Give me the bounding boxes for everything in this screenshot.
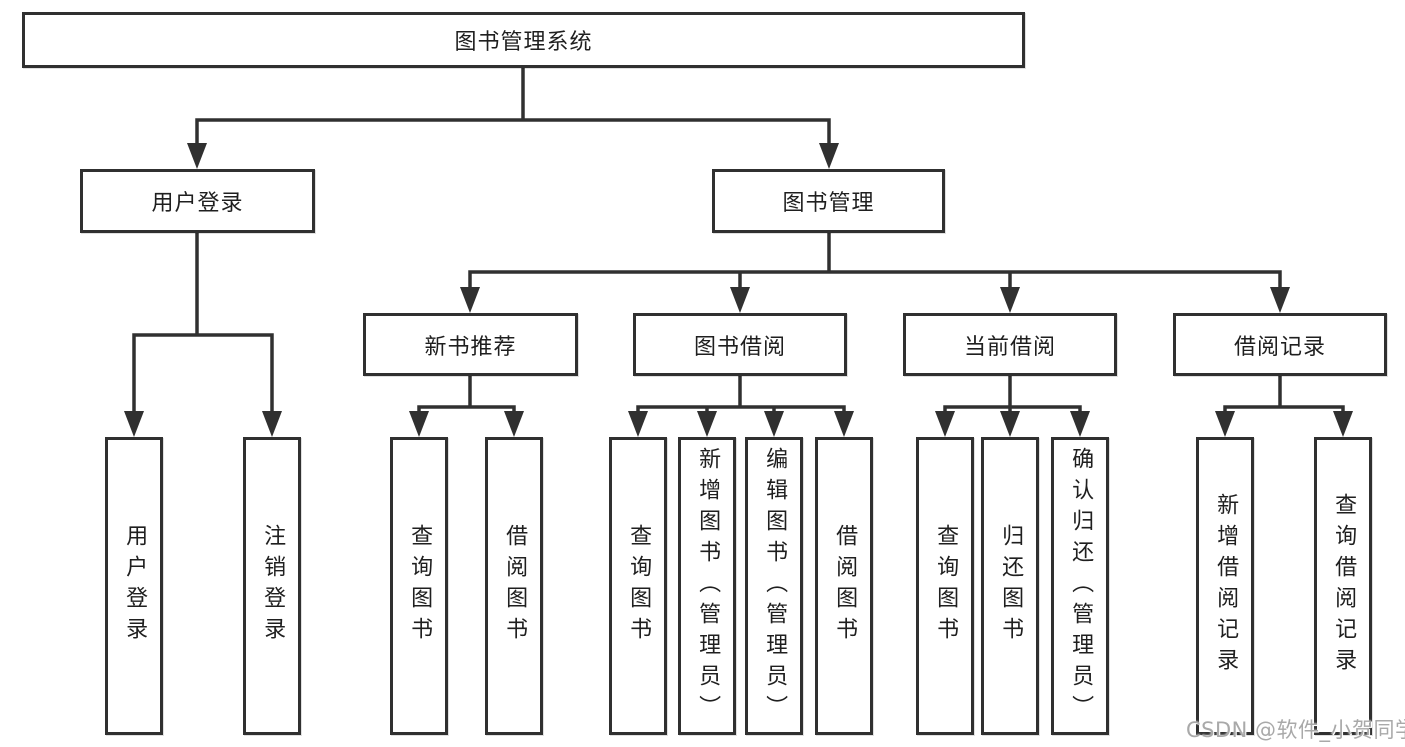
leaf-logout: 注销登录 <box>243 437 301 735</box>
node-label: 注销登录 <box>260 524 286 648</box>
leaf-newbook-query-books: 查询图书 <box>390 437 448 735</box>
node-book-management-branch: 图书管理 <box>712 169 945 233</box>
node-user-login-branch: 用户登录 <box>80 169 315 233</box>
node-book-borrow: 图书借阅 <box>633 313 847 376</box>
node-label: 借阅图书 <box>502 524 528 648</box>
edge-bookmgmt-to-level3 <box>468 231 1282 298</box>
leaf-borrow-query-books: 查询图书 <box>609 437 667 735</box>
arrow-icon <box>460 287 480 313</box>
leaf-query-borrow-record: 查询借阅记录 <box>1314 437 1372 735</box>
arrow-icon <box>1000 287 1020 313</box>
arrow-icon <box>730 287 750 313</box>
arrow-icon <box>262 411 282 437</box>
leaf-edit-books-admin: 编辑图书（管理员） <box>745 437 803 735</box>
arrow-icon <box>1000 411 1020 437</box>
node-label: 查询图书 <box>626 524 652 648</box>
node-label: 图书管理系统 <box>454 30 593 55</box>
edge-borrowrecords-to-leaves <box>1223 374 1345 422</box>
arrow-icon <box>834 411 854 437</box>
node-label: 图书借阅 <box>693 334 786 360</box>
node-label: 借阅图书 <box>832 524 858 648</box>
node-borrow-records: 借阅记录 <box>1173 313 1387 376</box>
leaf-newbook-borrow-books: 借阅图书 <box>485 437 543 735</box>
arrow-icon <box>1333 411 1353 437</box>
leaf-add-borrow-record: 新增借阅记录 <box>1196 437 1254 735</box>
arrow-icon <box>819 143 839 169</box>
node-new-book-recommend: 新书推荐 <box>363 313 578 376</box>
node-label: 查询图书 <box>407 524 433 648</box>
node-label: 查询图书 <box>933 524 959 648</box>
arrow-icon <box>187 143 207 169</box>
arrow-icon <box>409 411 429 437</box>
leaf-add-books-admin: 新增图书（管理员） <box>678 437 736 735</box>
arrow-icon <box>124 411 144 437</box>
node-label: 归还图书 <box>998 524 1024 648</box>
node-label: 新增图书（管理员） <box>695 446 721 726</box>
leaf-confirm-return-admin: 确认归还（管理员） <box>1051 437 1109 735</box>
arrow-icon <box>628 411 648 437</box>
edge-root-to-level2 <box>195 66 831 152</box>
node-label: 查询借阅记录 <box>1331 493 1357 679</box>
arrowheads <box>124 143 1353 437</box>
node-label: 编辑图书（管理员） <box>762 446 788 726</box>
edge-userlogin-to-leaves <box>132 231 274 420</box>
node-label: 借阅记录 <box>1233 334 1326 360</box>
csdn-watermark: CSDN @软件_小贺同学 <box>1186 718 1405 742</box>
arrow-icon <box>1215 411 1235 437</box>
node-label: 确认归还（管理员） <box>1068 446 1094 726</box>
node-label: 新书推荐 <box>424 334 517 360</box>
arrow-icon <box>1270 287 1290 313</box>
node-label: 用户登录 <box>151 191 244 216</box>
node-root-system: 图书管理系统 <box>22 12 1025 68</box>
node-label: 新增借阅记录 <box>1213 493 1239 679</box>
leaf-borrow-books: 借阅图书 <box>815 437 873 735</box>
arrow-icon <box>504 411 524 437</box>
edge-bookborrow-to-leaves <box>636 374 846 422</box>
arrow-icon <box>1070 411 1090 437</box>
leaf-current-query-books: 查询图书 <box>916 437 974 735</box>
node-current-borrow: 当前借阅 <box>903 313 1117 376</box>
arrow-icon <box>935 411 955 437</box>
node-label: 图书管理 <box>782 191 875 216</box>
edge-newbook-to-leaves <box>417 374 516 422</box>
arrow-icon <box>764 411 784 437</box>
arrow-icon <box>697 411 717 437</box>
node-label: 用户登录 <box>122 524 148 648</box>
leaf-user-login: 用户登录 <box>105 437 163 735</box>
leaf-return-books: 归还图书 <box>981 437 1039 735</box>
node-label: 当前借阅 <box>963 334 1056 360</box>
